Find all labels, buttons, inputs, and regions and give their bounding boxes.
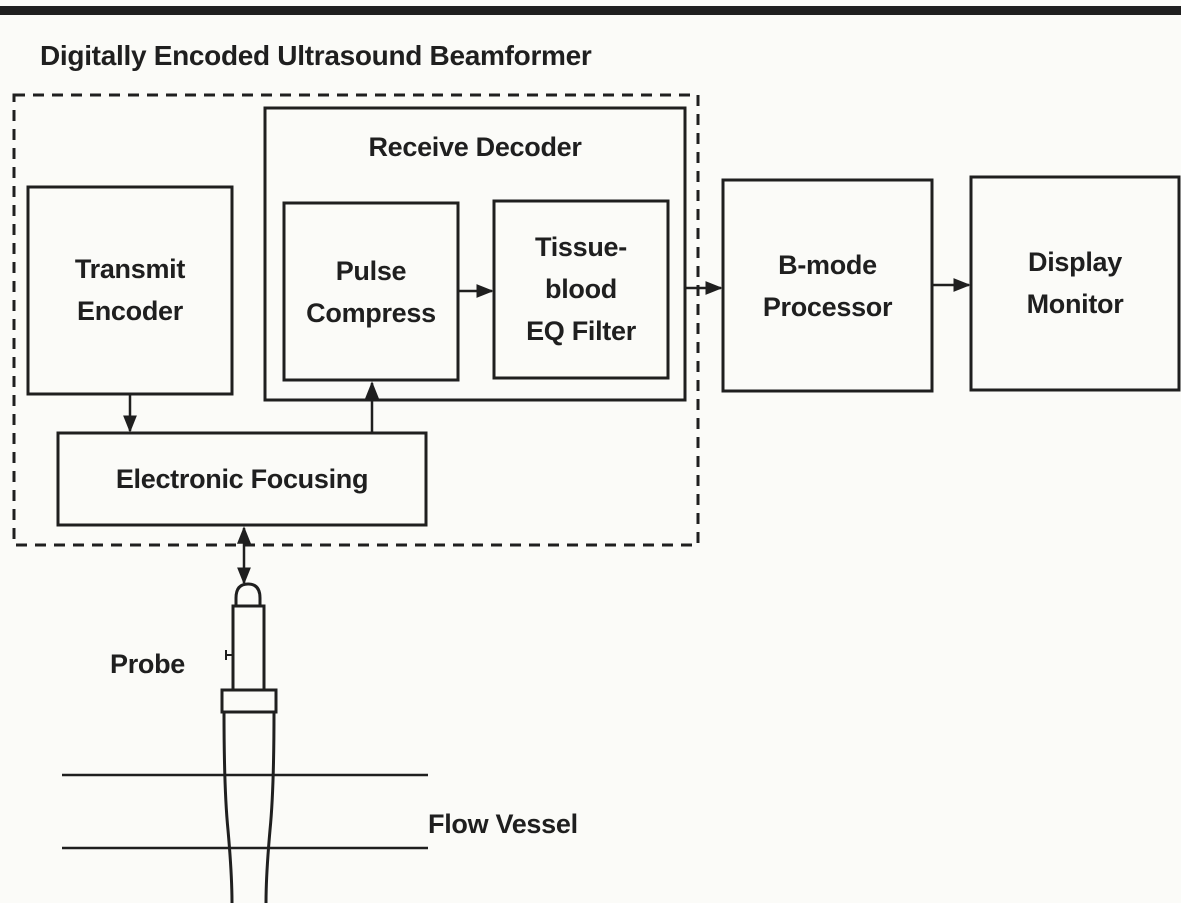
tissue-blood-filter-line-1: Tissue-	[535, 232, 627, 262]
tissue-blood-filter-line-3: EQ Filter	[526, 316, 636, 346]
electronic-focusing-text: Electronic Focusing	[115, 464, 369, 494]
pulse-compress-line-2: Compress	[306, 298, 436, 328]
pulse-compress-label: Pulse Compress	[284, 250, 458, 334]
top-rule	[0, 6, 1181, 15]
probe-text: Probe	[110, 649, 186, 679]
display-monitor-line-2: Monitor	[1026, 289, 1124, 319]
transmit-encoder-label: Transmit Encoder	[28, 248, 232, 332]
display-monitor-line-1: Display	[1028, 247, 1122, 277]
electronic-focusing-box	[56, 431, 428, 527]
diagram-title: Digitally Encoded Ultrasound Beamformer	[40, 40, 592, 71]
receive-decoder-label: Receive Decoder	[265, 126, 685, 168]
beamformer-boundary	[12, 93, 700, 547]
bmode-processor-line-2: Processor	[762, 292, 893, 322]
flow-vessel-label: Flow Vessel	[428, 803, 628, 845]
tissue-blood-filter-label: Tissue- blood EQ Filter	[494, 226, 668, 352]
pulse-compress-line-1: Pulse	[335, 256, 407, 286]
electronic-focusing-label: Electronic Focusing	[58, 458, 426, 500]
bmode-processor-label: B-mode Processor	[723, 244, 932, 328]
transmit-encoder-line-2: Encoder	[77, 296, 183, 326]
transmit-encoder-line-1: Transmit	[74, 254, 186, 284]
tissue-blood-filter-box	[492, 199, 670, 380]
display-monitor-label: Display Monitor	[971, 241, 1179, 325]
probe-icon	[220, 582, 278, 903]
receive-decoder-text: Receive Decoder	[368, 132, 582, 162]
tissue-blood-filter-line-2: blood	[545, 274, 617, 304]
bmode-processor-line-1: B-mode	[778, 250, 877, 280]
flow-vessel-text: Flow Vessel	[428, 809, 578, 839]
receive-decoder-box	[263, 106, 687, 402]
probe-label: Probe	[110, 643, 210, 685]
display-monitor-box	[969, 175, 1181, 392]
